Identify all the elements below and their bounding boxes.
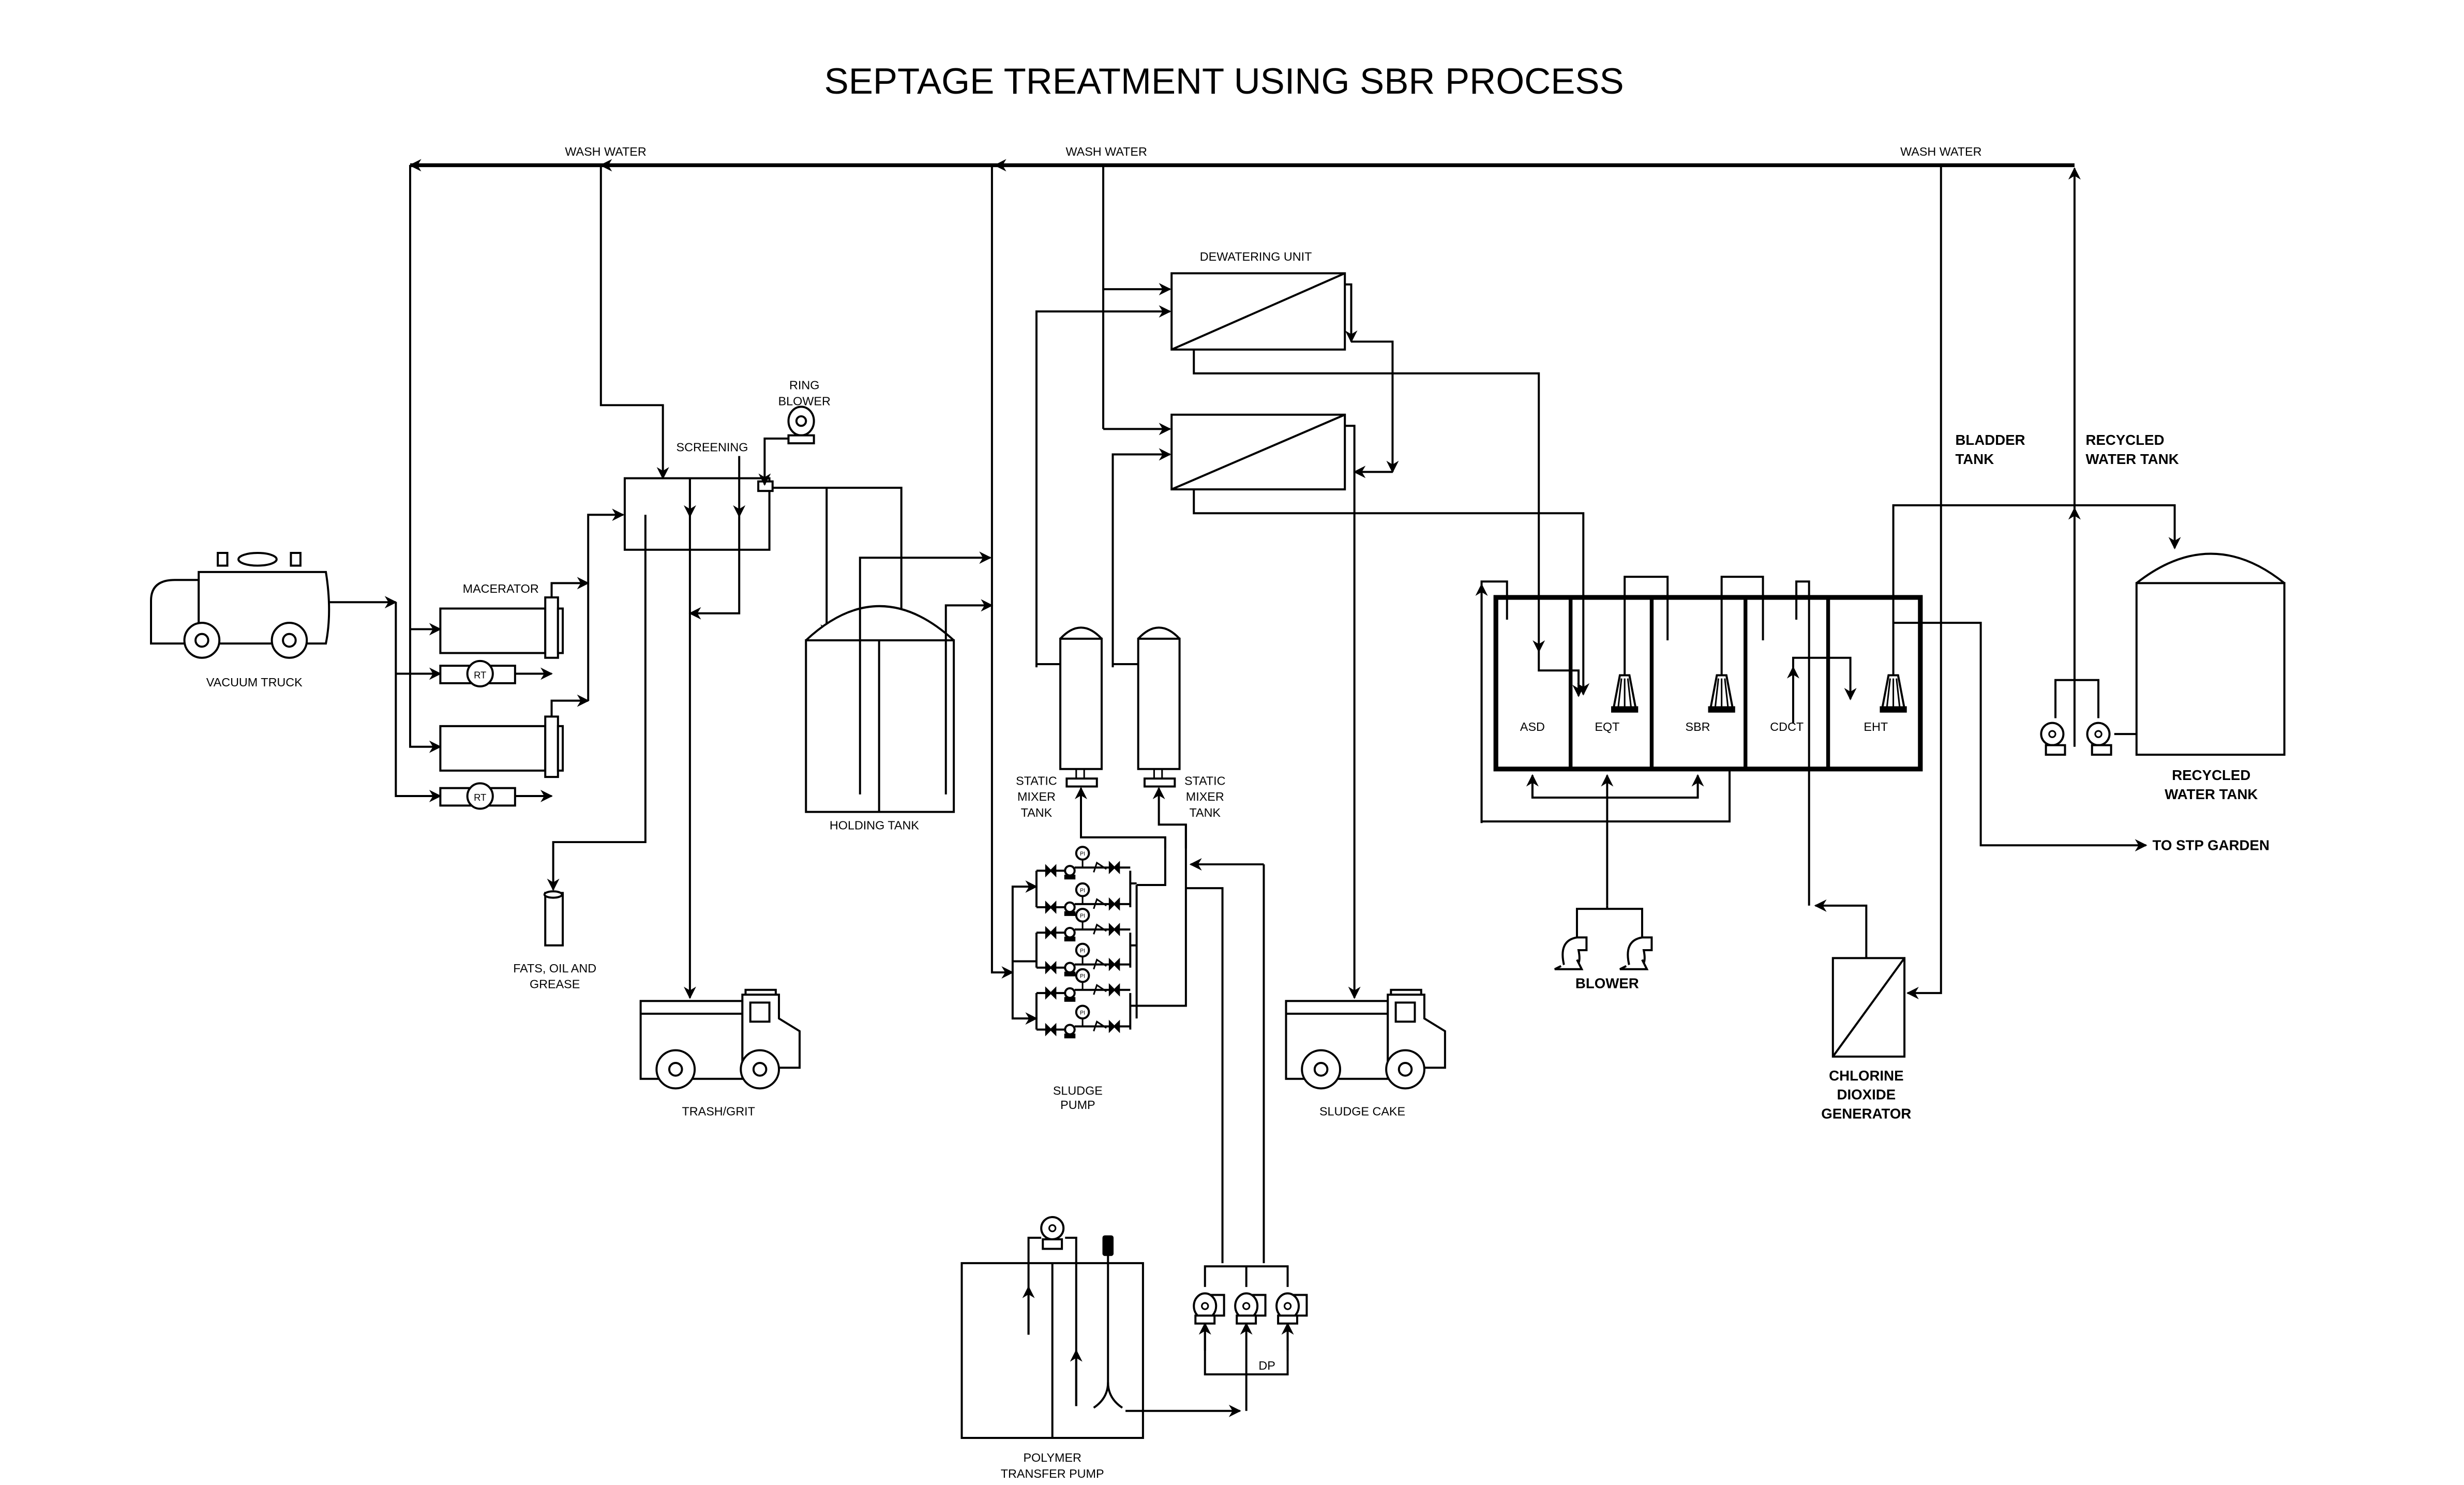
macerator-1 <box>439 596 564 659</box>
recycled-water-top-label-2: WATER TANK <box>2085 451 2178 467</box>
diffuser-icon <box>1880 674 1907 713</box>
bladder-tank-label-2: TANK <box>1955 451 1994 467</box>
sludge-cake-label: SLUDGE CAKE <box>1319 1104 1405 1118</box>
sbr-internal-lines <box>1475 165 2181 999</box>
ring-blower-icon <box>758 406 815 486</box>
dosing-pump-icon <box>1275 1292 1308 1325</box>
holding-tank-label: HOLDING TANK <box>830 818 919 832</box>
macerator-feed-lines <box>329 165 442 802</box>
wash-water-label-mid: WASH WATER <box>1065 145 1147 158</box>
chlorine-dioxide-generator <box>1814 899 1906 1058</box>
static-mixer-left-label-1: STATIC <box>1016 774 1057 787</box>
chlorine-label-3: GENERATOR <box>1821 1106 1911 1122</box>
wash-water-label-right: WASH WATER <box>1900 145 1981 158</box>
polymer-label-2: TRANSFER PUMP <box>1001 1467 1104 1480</box>
fats-oil-grease-cylinder <box>543 890 564 947</box>
dosing-pump-label: DP <box>1258 1359 1275 1372</box>
macerator-2 <box>439 715 564 778</box>
stp-garden-label: TO STP GARDEN <box>2153 837 2270 853</box>
wash-water-label-left: WASH WATER <box>565 145 646 158</box>
recycled-water-tank-label-2: WATER TANK <box>2165 786 2258 802</box>
bladder-tank-label-1: BLADDER <box>1955 432 2025 448</box>
trash-grit-truck-icon <box>639 988 801 1090</box>
static-mixer-left-label-2: MIXER <box>1017 790 1056 803</box>
vacuum-truck-label: VACUUM TRUCK <box>206 676 303 689</box>
rt-label-2: RT <box>474 792 486 803</box>
diffuser-icon <box>1708 674 1735 713</box>
dewatering-unit-2 <box>1170 413 1346 491</box>
diffuser-icon <box>1611 674 1639 713</box>
recycled-water-tank <box>2040 507 2286 756</box>
macerator-outlet-lines <box>515 508 625 802</box>
fog-label-2: GREASE <box>530 978 580 991</box>
screening-unit <box>623 477 774 551</box>
pressure-indicator-label: PI <box>1080 1010 1085 1016</box>
sbr-compartment-asd: ASD <box>1520 720 1545 733</box>
dewatering-unit-1 <box>1170 272 1346 351</box>
sludge-pump-label-1: SLUDGE <box>1053 1084 1103 1097</box>
blower-set-icon <box>1554 905 1653 970</box>
static-mixer-right-label-1: STATIC <box>1184 774 1226 787</box>
dosing-pump-icon <box>1193 1292 1225 1325</box>
pressure-indicator-label: PI <box>1080 948 1085 954</box>
rt-label-1: RT <box>474 670 486 681</box>
static-mixer-right-label-3: TANK <box>1189 806 1221 819</box>
ring-blower-label-2: BLOWER <box>778 394 831 408</box>
static-mixer-feed-lines <box>1075 787 1265 1264</box>
rt-unit-2 <box>439 782 516 810</box>
sludge-feed-lines <box>990 165 1014 979</box>
sludge-pump-label-2: PUMP <box>1060 1098 1095 1112</box>
polymer-tank <box>960 1216 1241 1439</box>
static-mixer-tank-right <box>1113 626 1181 788</box>
pressure-indicator-label: PI <box>1080 913 1085 919</box>
polymer-label-1: POLYMER <box>1023 1451 1081 1464</box>
fog-label-1: FATS, OIL AND <box>513 962 596 975</box>
vacuum-truck-icon <box>149 551 330 659</box>
static-mixer-left-label-3: TANK <box>1021 806 1053 819</box>
sludge-pump-skid: PI PI PI <box>1011 846 1138 1039</box>
sbr-tank-block <box>1493 595 1923 772</box>
pressure-indicator-label: PI <box>1080 888 1085 894</box>
recycled-water-tank-label-1: RECYCLED <box>2172 767 2250 783</box>
chlorine-label-2: DIOXIDE <box>1837 1087 1896 1103</box>
chlorine-label-1: CHLORINE <box>1829 1068 1903 1084</box>
ring-blower-label-1: RING <box>789 379 819 392</box>
screening-label: SCREENING <box>677 440 748 454</box>
sbr-compartment-sbr: SBR <box>1686 720 1710 733</box>
sbr-compartment-eht: EHT <box>1864 720 1888 733</box>
dosing-pump-set <box>1193 1265 1308 1411</box>
dewatering-lines <box>1035 165 1590 999</box>
blower-label: BLOWER <box>1575 976 1639 992</box>
dosing-pump-icon <box>1234 1292 1267 1325</box>
diagram-title: SEPTAGE TREATMENT USING SBR PROCESS <box>824 61 1624 101</box>
dewatering-unit-label: DEWATERING UNIT <box>1200 250 1312 263</box>
holding-tank <box>805 551 994 813</box>
sbr-compartment-cdct: CDCT <box>1770 720 1804 733</box>
static-mixer-tank-left <box>1036 626 1103 788</box>
trash-grit-label: TRASH/GRIT <box>682 1104 755 1118</box>
sludge-cake-truck-icon <box>1285 988 1446 1090</box>
recycled-water-top-label-1: RECYCLED <box>2085 432 2164 448</box>
pressure-indicator-label: PI <box>1080 851 1085 857</box>
macerator-label: MACERATOR <box>463 582 539 595</box>
pressure-indicator-label: PI <box>1080 973 1085 980</box>
sbr-compartment-eqt: EQT <box>1595 720 1619 733</box>
screening-lines <box>547 165 908 999</box>
static-mixer-right-label-2: MIXER <box>1186 790 1224 803</box>
